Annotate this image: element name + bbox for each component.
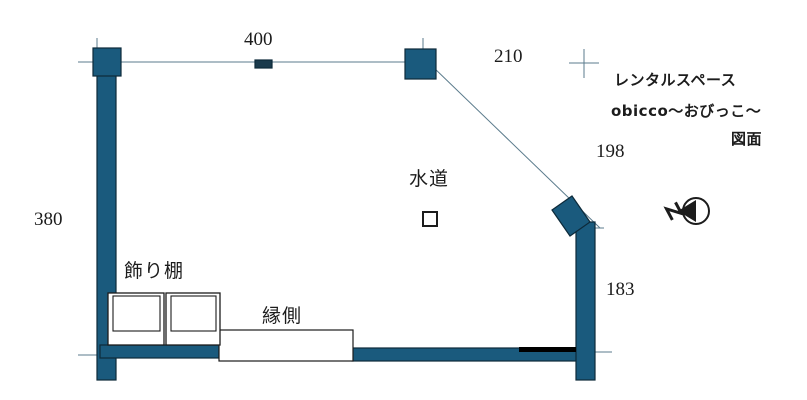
shelf-box-left: [107, 292, 165, 346]
label-display-shelf: 飾り棚: [124, 260, 185, 282]
wall-bottom-left: [99, 344, 220, 359]
veranda-floor: [218, 329, 354, 362]
shelf-inner-right: [170, 295, 217, 332]
veranda-area: [218, 329, 354, 362]
dimension-label-left-height: 380: [34, 209, 63, 230]
walls: [92, 47, 596, 381]
dimension-label-top-width: 400: [244, 29, 273, 50]
title-line-venue-name: obicco〜おびっこ〜: [611, 102, 762, 120]
dimension-label-top-right-diagonal: 210: [494, 46, 523, 67]
post-top-left: [92, 47, 122, 77]
compass-letter-n: [663, 201, 685, 221]
label-water-supply: 水道: [409, 168, 450, 190]
dimension-label-right-upper: 198: [596, 141, 625, 162]
door-opening-bottom-right: [519, 347, 576, 352]
water-supply-fixture: [422, 211, 438, 227]
wall-right: [575, 221, 596, 381]
dimension-label-right-lower: 183: [606, 279, 635, 300]
post-marker-top: [254, 59, 273, 69]
post-top-right: [404, 48, 437, 80]
shelf-inner-left: [112, 295, 161, 332]
compass-needle: [678, 200, 696, 222]
wall-slanted-corner: [551, 195, 591, 237]
display-shelf-group: [107, 292, 221, 346]
title-line-drawing-type: 図面: [731, 130, 763, 148]
title-line-venue-type: レンタルスペース: [614, 71, 737, 89]
north-arrow-icon: [663, 197, 710, 225]
shelf-box-right: [165, 292, 221, 346]
label-veranda: 縁側: [262, 305, 303, 327]
